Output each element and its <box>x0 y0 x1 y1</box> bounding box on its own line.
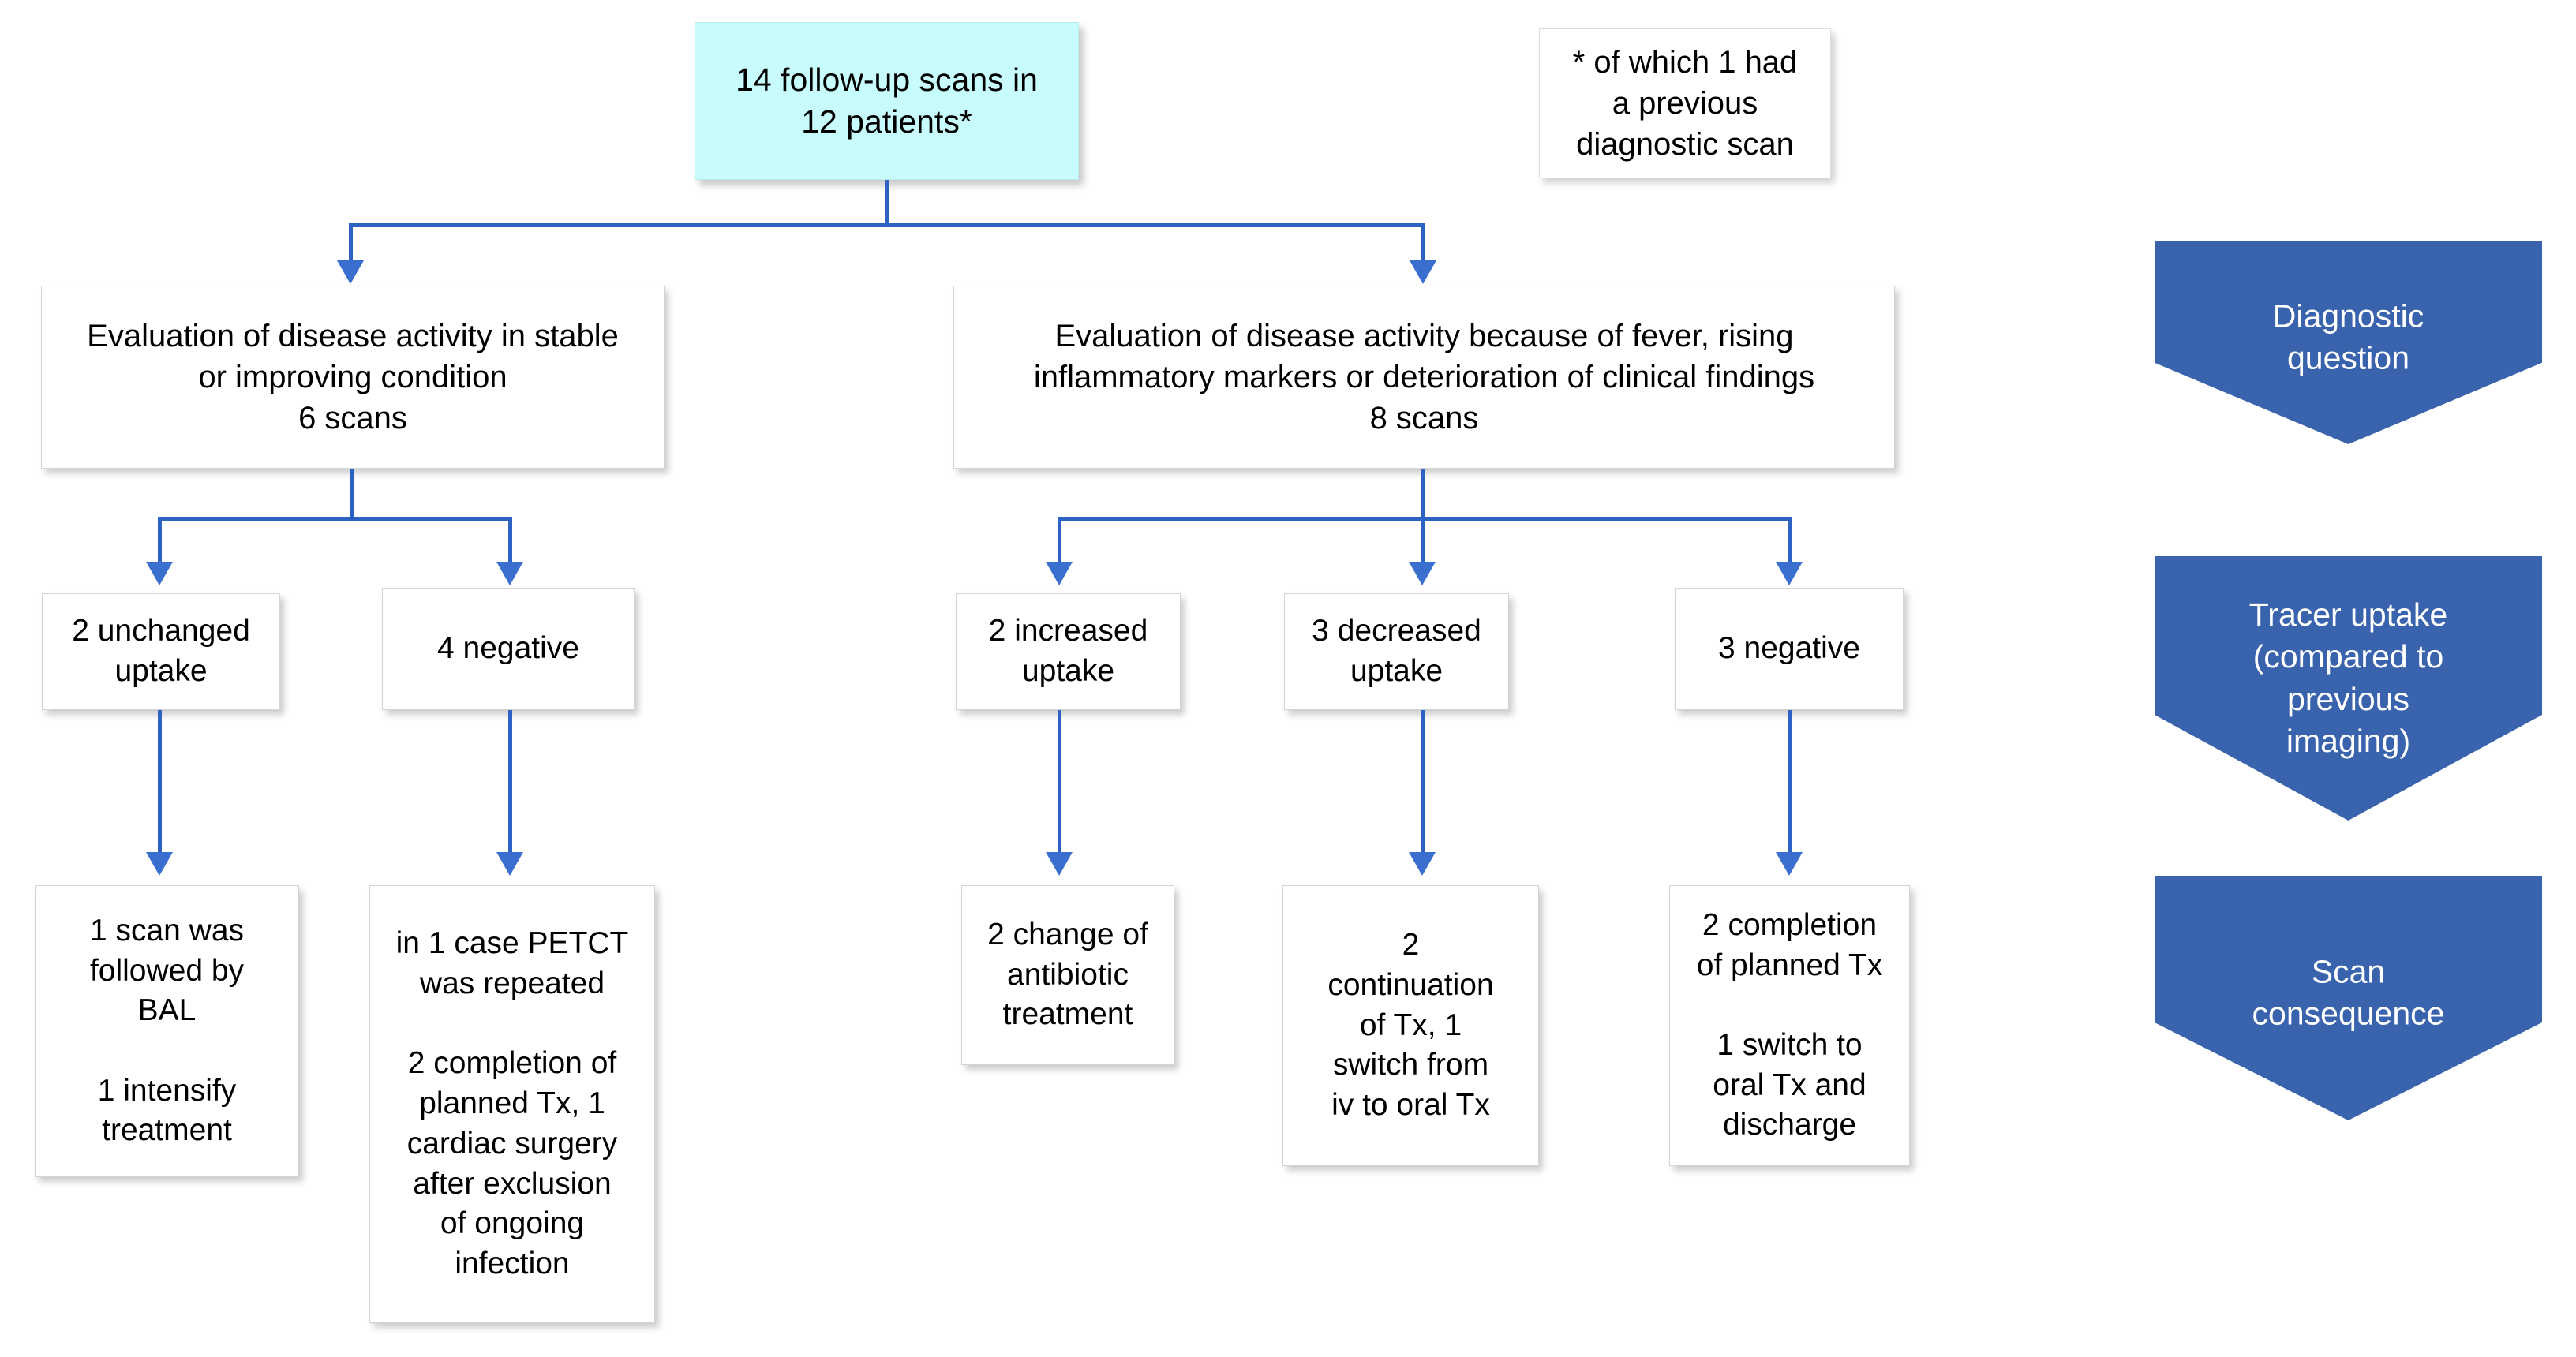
node-outcome-increased-uptake-text: 2 change of antibiotic treatment <box>987 917 1148 1032</box>
node-outcome-unchanged-uptake[interactable]: 1 scan was followed by BAL 1 intensify t… <box>35 885 299 1177</box>
node-finding-negative-right[interactable]: 3 negative <box>1675 588 1904 710</box>
arrowhead-decreased-to-outcome <box>1409 852 1436 876</box>
node-root-followup-scans[interactable]: 14 follow-up scans in 12 patients* <box>695 22 1079 180</box>
arrowhead-unchanged-to-outcome <box>146 852 173 876</box>
connector-stable-to-negative <box>508 517 512 567</box>
connector-deterioration-to-negative <box>1788 517 1792 567</box>
connector-root-to-deterioration <box>1421 223 1425 267</box>
node-finding-decreased-uptake-label: 3 decreased uptake <box>1312 614 1481 688</box>
connector-deterioration-bus <box>1058 517 1792 521</box>
node-outcome-unchanged-uptake-text: 1 scan was followed by BAL 1 intensify t… <box>89 913 245 1148</box>
connector-root-stem <box>885 180 889 227</box>
arrowhead-deterioration-to-decreased <box>1409 562 1436 585</box>
node-finding-increased-uptake-label: 2 increased uptake <box>988 614 1148 688</box>
arrowhead-deterioration-to-increased <box>1046 562 1073 585</box>
arrowhead-deterioration-to-negative <box>1776 562 1803 585</box>
node-finding-negative-left-label: 4 negative <box>437 631 579 666</box>
arrowhead-root-to-stable <box>337 260 364 284</box>
node-outcome-increased-uptake[interactable]: 2 change of antibiotic treatment <box>961 885 1174 1065</box>
connector-negative-right-to-outcome <box>1788 710 1792 860</box>
node-footnote-label: * of which 1 had a previous diagnostic s… <box>1572 45 1798 162</box>
arrowhead-increased-to-outcome <box>1046 852 1073 876</box>
node-outcome-decreased-uptake-text: 2 continuation of Tx, 1 switch from iv t… <box>1327 928 1494 1123</box>
legend-tracer-uptake-label: Tracer uptake (compared to previous imag… <box>2248 596 2448 760</box>
legend-tracer-uptake[interactable]: Tracer uptake (compared to previous imag… <box>2155 556 2542 821</box>
legend-scan-consequence[interactable]: Scan consequence <box>2155 876 2542 1120</box>
node-outcome-decreased-uptake[interactable]: 2 continuation of Tx, 1 switch from iv t… <box>1282 885 1539 1166</box>
node-branch-stable-condition[interactable]: Evaluation of disease activity in stable… <box>41 286 665 469</box>
node-outcome-negative-left-text: in 1 case PETCT was repeated 2 completio… <box>395 926 629 1280</box>
legend-diagnostic-question[interactable]: Diagnostic question <box>2155 241 2542 444</box>
legend-diagnostic-question-label: Diagnostic question <box>2272 297 2424 376</box>
node-branch-stable-label: Evaluation of disease activity in stable… <box>87 319 619 436</box>
legend-scan-consequence-label: Scan consequence <box>2252 953 2445 1032</box>
node-finding-unchanged-uptake[interactable]: 2 unchanged uptake <box>42 593 280 710</box>
node-outcome-negative-right[interactable]: 2 completion of planned Tx 1 switch to o… <box>1669 885 1910 1166</box>
connector-deterioration-to-increased <box>1058 517 1061 567</box>
node-branch-deterioration[interactable]: Evaluation of disease activity because o… <box>953 286 1895 469</box>
connector-deterioration-to-decreased <box>1421 517 1425 567</box>
node-finding-negative-right-label: 3 negative <box>1718 631 1860 666</box>
node-finding-decreased-uptake[interactable]: 3 decreased uptake <box>1284 593 1509 710</box>
node-finding-increased-uptake[interactable]: 2 increased uptake <box>956 593 1181 710</box>
node-footnote-previous-scan: * of which 1 had a previous diagnostic s… <box>1539 28 1831 178</box>
connector-root-to-stable <box>349 223 353 267</box>
arrowhead-stable-to-unchanged <box>146 562 173 585</box>
arrowhead-negative-right-to-outcome <box>1776 852 1803 876</box>
arrowhead-root-to-deterioration <box>1410 260 1436 284</box>
node-root-label: 14 follow-up scans in 12 patients* <box>736 61 1038 140</box>
connector-unchanged-to-outcome <box>158 710 162 860</box>
node-outcome-negative-left[interactable]: in 1 case PETCT was repeated 2 completio… <box>369 885 655 1323</box>
connector-stable-to-unchanged <box>158 517 162 567</box>
arrowhead-stable-to-negative <box>496 562 523 585</box>
arrowhead-negative-left-to-outcome <box>496 852 523 876</box>
node-branch-deterioration-label: Evaluation of disease activity because o… <box>1033 319 1815 436</box>
node-outcome-negative-right-text: 2 completion of planned Tx 1 switch to o… <box>1696 907 1883 1142</box>
connector-stable-stem <box>350 469 354 521</box>
connector-deterioration-stem <box>1421 469 1425 521</box>
connector-root-bus <box>349 223 1425 227</box>
connector-decreased-to-outcome <box>1421 710 1425 860</box>
connector-stable-bus <box>158 517 512 521</box>
node-finding-unchanged-uptake-label: 2 unchanged uptake <box>72 614 250 688</box>
node-finding-negative-left[interactable]: 4 negative <box>382 588 635 710</box>
connector-increased-to-outcome <box>1058 710 1061 860</box>
connector-negative-left-to-outcome <box>508 710 512 860</box>
